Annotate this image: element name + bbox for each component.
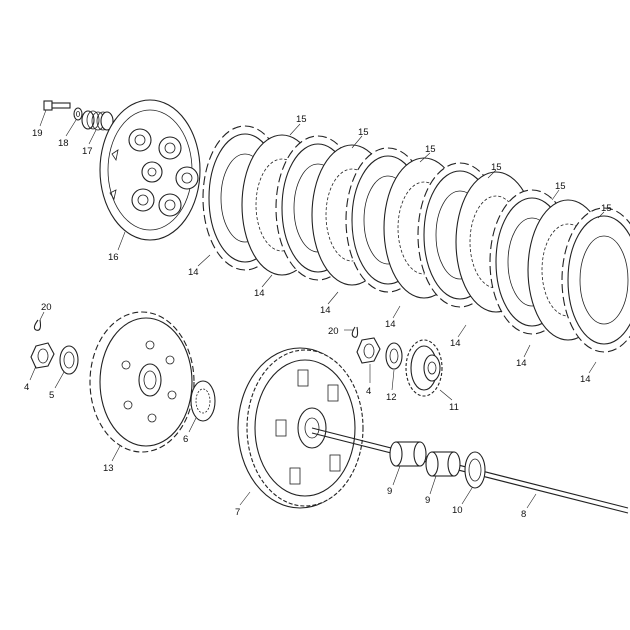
part-4-nut-right <box>356 337 381 364</box>
label-11: 11 <box>449 402 459 413</box>
part-11-gear <box>405 339 443 397</box>
part-16-pressure-plate <box>99 99 201 241</box>
label-15-e: 15 <box>555 181 566 192</box>
part-19-bolt <box>43 100 71 111</box>
part-17-spring <box>81 110 114 131</box>
part-4-nut-left <box>30 342 55 369</box>
label-20-b: 20 <box>328 326 339 337</box>
plate-pair-6 <box>561 207 630 353</box>
part-12-washer <box>385 342 403 370</box>
label-9-b: 9 <box>425 495 430 506</box>
label-14-a: 14 <box>188 267 199 278</box>
label-12: 12 <box>386 392 397 403</box>
label-10: 10 <box>452 505 463 516</box>
label-14-d: 14 <box>385 319 396 330</box>
label-4-a: 4 <box>24 382 29 393</box>
label-14-c: 14 <box>320 305 331 316</box>
part-9-bearing-1 <box>389 441 427 467</box>
callout-labels: 19 18 17 16 15 15 15 15 15 15 14 14 14 1… <box>24 114 612 520</box>
part-7-clutch-basket <box>237 347 364 509</box>
label-20-a: 20 <box>41 302 52 313</box>
label-6: 6 <box>183 434 188 445</box>
label-14-f: 14 <box>516 358 527 369</box>
part-20-clip-left <box>33 319 42 331</box>
leader-lines <box>29 109 605 509</box>
label-18: 18 <box>58 138 69 149</box>
clutch-plate-stack <box>202 125 630 353</box>
label-7: 7 <box>235 507 240 518</box>
part-9-bearing-2 <box>425 451 461 477</box>
label-16: 16 <box>108 252 119 263</box>
label-14-e: 14 <box>450 338 461 349</box>
label-17: 17 <box>82 146 93 157</box>
label-19: 19 <box>32 128 43 139</box>
label-15-b: 15 <box>358 127 369 138</box>
label-8: 8 <box>521 509 526 520</box>
label-15-f: 15 <box>601 203 612 214</box>
part-5-washer <box>59 345 79 375</box>
label-4-b: 4 <box>366 386 371 397</box>
part-20-clip-right <box>351 326 359 338</box>
label-15-c: 15 <box>425 144 436 155</box>
label-9-a: 9 <box>387 486 392 497</box>
label-14-g: 14 <box>580 374 591 385</box>
label-5: 5 <box>49 390 54 401</box>
part-10-thrust-washer <box>464 451 486 489</box>
label-14-b: 14 <box>254 288 265 299</box>
label-15-d: 15 <box>491 162 502 173</box>
label-15-a: 15 <box>296 114 307 125</box>
label-13: 13 <box>103 463 114 474</box>
part-13-clutch-hub <box>89 311 195 453</box>
part-6-spline-ring <box>190 380 216 422</box>
part-18-washer <box>73 107 83 121</box>
